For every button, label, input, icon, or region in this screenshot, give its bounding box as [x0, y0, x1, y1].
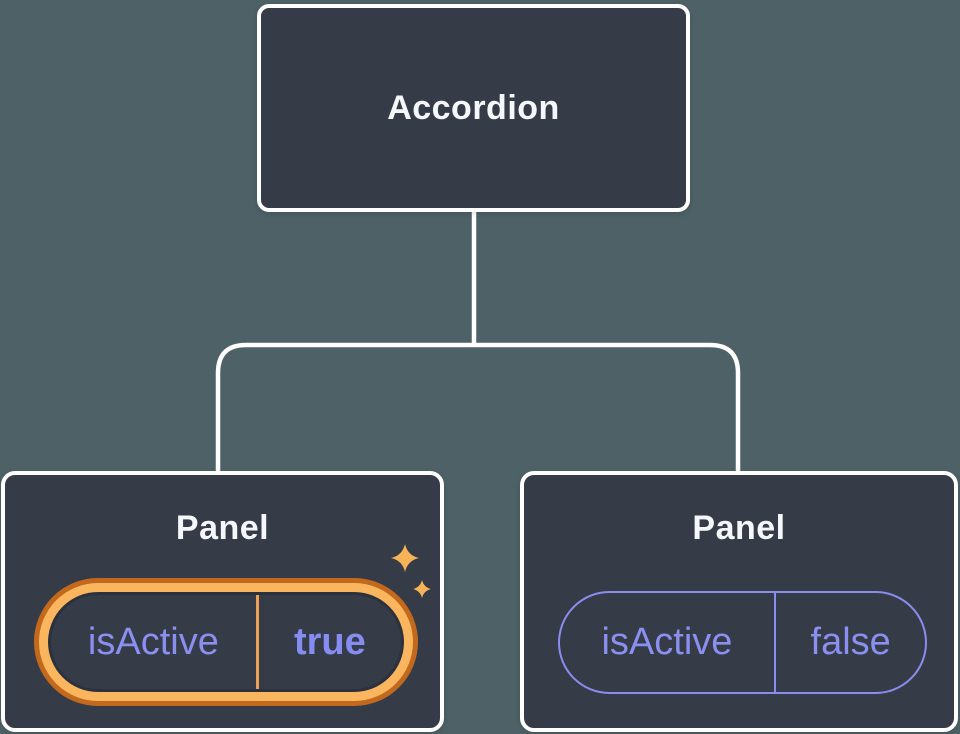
state-prop-label: isActive: [87, 620, 219, 663]
state-pill-active: isActive true: [48, 592, 404, 692]
sparkles-icon: [391, 544, 431, 598]
panel-title: Panel: [692, 509, 786, 547]
state-value: true: [293, 620, 366, 663]
accordion-label: Accordion: [387, 88, 560, 127]
state-pill-inactive: isActive false: [558, 591, 927, 694]
panel-title: Panel: [175, 509, 270, 547]
component-box-panel-inactive: Panel isActive false: [520, 471, 958, 732]
component-box-accordion: Accordion: [257, 4, 690, 212]
state-prop-label: isActive: [601, 621, 733, 663]
component-box-panel-active: Panel isActive true: [1, 471, 444, 732]
pill-divider: [255, 595, 259, 689]
state-value: false: [810, 621, 891, 663]
pill-divider: [773, 593, 777, 692]
